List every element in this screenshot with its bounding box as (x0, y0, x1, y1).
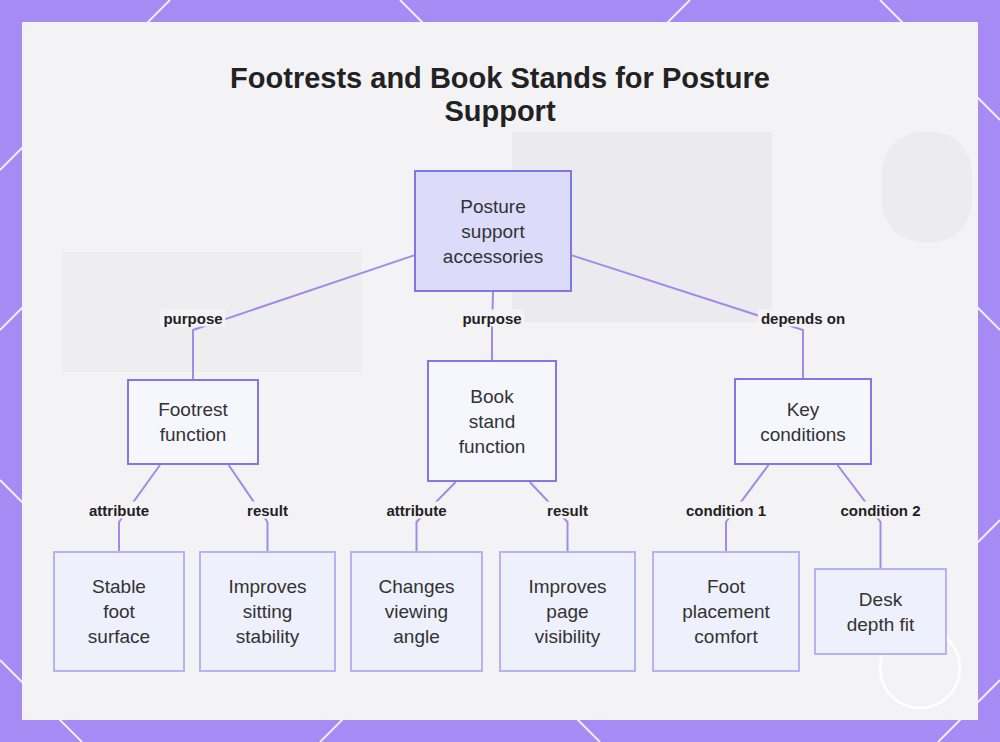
detail-box: Foot placement comfort (652, 551, 800, 672)
edge-label: attribute (86, 502, 152, 519)
edge-label: purpose (459, 310, 524, 327)
connector-line (193, 255, 414, 379)
edge-label: depends on (758, 310, 848, 327)
category-box: Key conditions (734, 378, 872, 465)
node-text: Book stand function (449, 384, 535, 459)
node-text: Changes viewing angle (372, 574, 461, 649)
diagram-title: Footrests and Book Stands for Posture Su… (200, 62, 800, 128)
edge-label: condition 2 (838, 502, 924, 519)
edge-label: attribute (384, 502, 450, 519)
node-text: Desk depth fit (836, 587, 925, 637)
detail-box: Improves sitting stability (199, 551, 336, 672)
detail-box: Improves page visibility (499, 551, 636, 672)
detail-box: Stable foot surface (53, 551, 185, 672)
node-text: Posture support accessories (438, 194, 548, 269)
edge-label: result (244, 502, 291, 519)
node-text: Stable foot surface (75, 574, 163, 649)
root-box: Posture support accessories (414, 170, 572, 292)
edge-label: condition 1 (683, 502, 769, 519)
detail-box: Desk depth fit (814, 568, 947, 655)
node-text: Key conditions (756, 397, 850, 447)
category-box: Footrest function (127, 379, 259, 465)
node-text: Footrest function (149, 397, 237, 447)
detail-box: Changes viewing angle (350, 551, 483, 672)
node-text: Improves sitting stability (221, 574, 314, 649)
node-text: Improves page visibility (521, 574, 614, 649)
category-box: Book stand function (427, 360, 557, 482)
edge-label: result (544, 502, 591, 519)
node-text: Foot placement comfort (674, 574, 778, 649)
edge-label: purpose (160, 310, 225, 327)
